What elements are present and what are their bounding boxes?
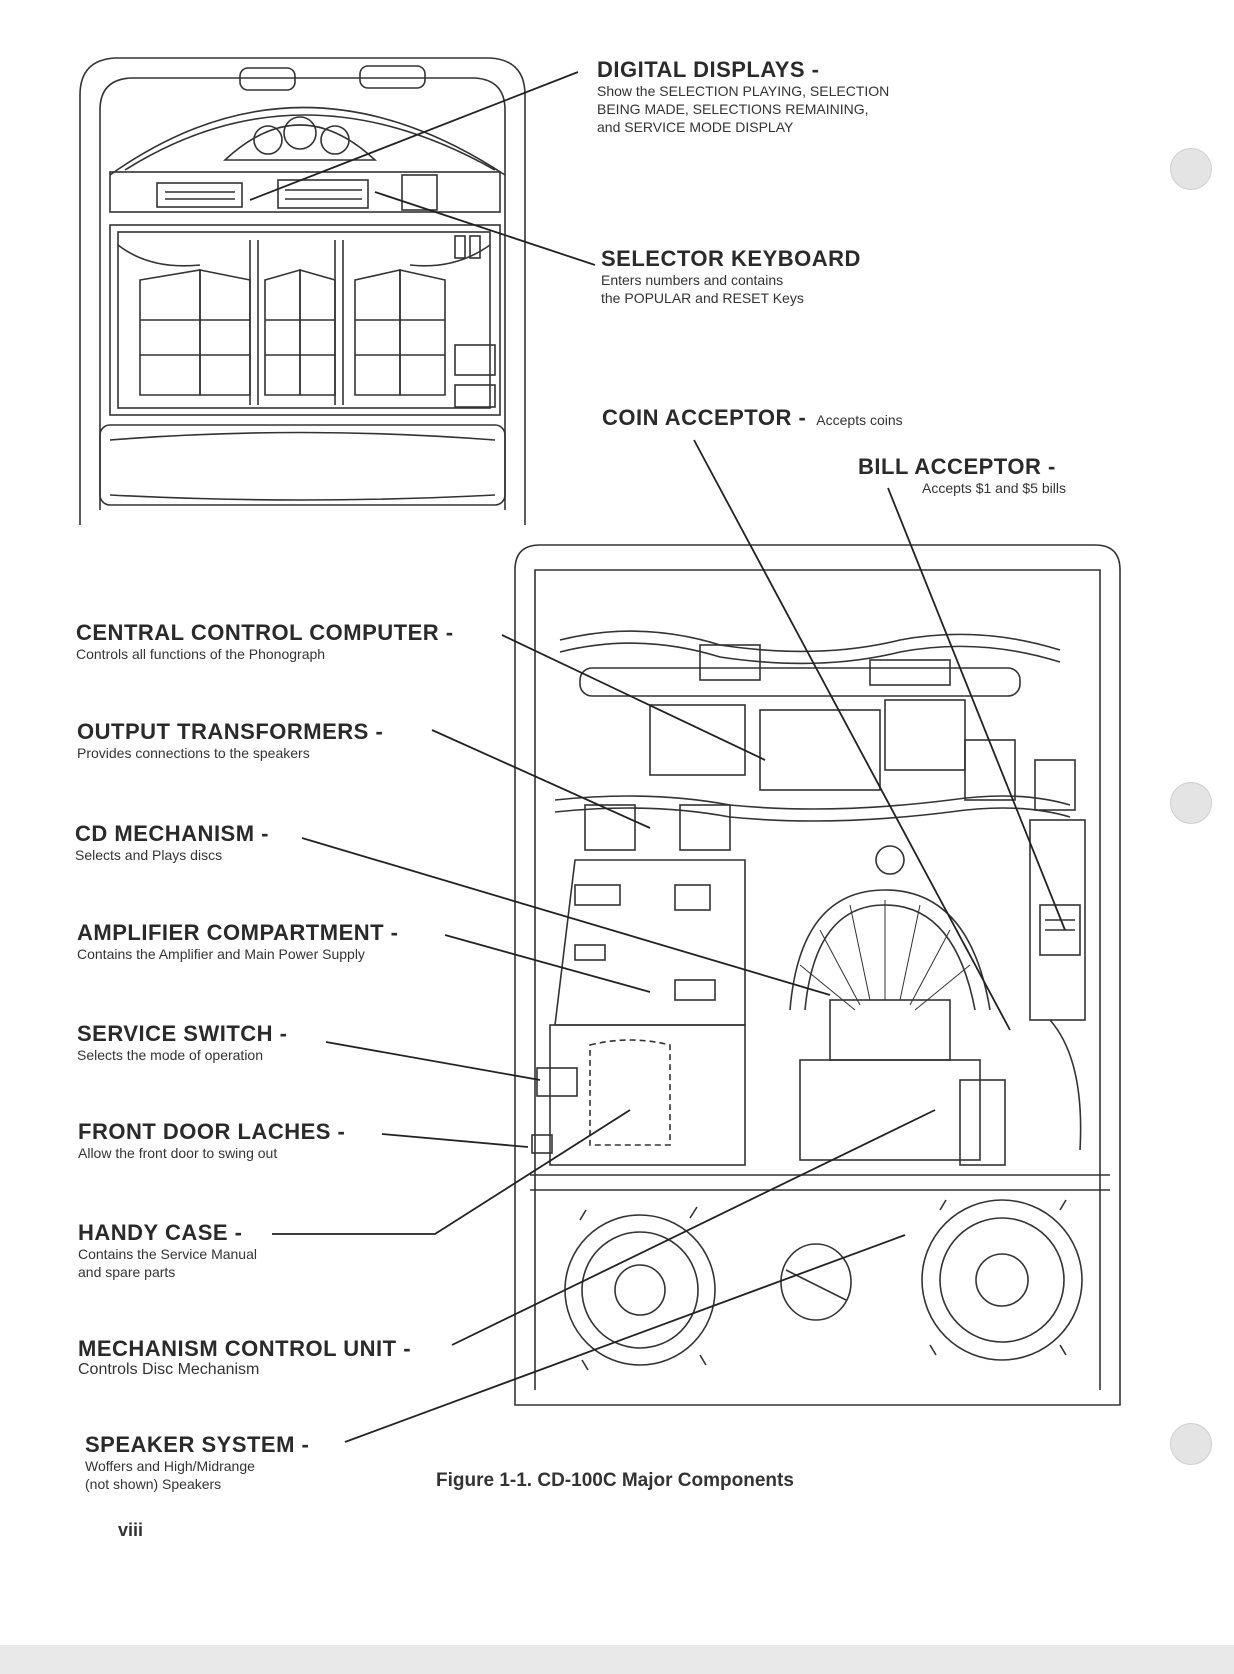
label-mechanism-control-unit: MECHANISM CONTROL UNIT - Controls Disc M… xyxy=(78,1337,411,1379)
coin-acceptor-desc: Accepts coins xyxy=(816,412,903,428)
speaker-system-desc: Woffers and High/Midrange (not shown) Sp… xyxy=(85,1458,255,1492)
binder-hole-middle xyxy=(1170,782,1212,824)
coin-acceptor-title: COIN ACCEPTOR - xyxy=(602,405,807,430)
amplifier-compartment-title: AMPLIFIER COMPARTMENT - xyxy=(77,920,399,945)
cd-mechanism-desc: Selects and Plays discs xyxy=(75,847,223,863)
label-amplifier-compartment: AMPLIFIER COMPARTMENT - Contains the Amp… xyxy=(77,921,399,963)
label-selector-keyboard: SELECTOR KEYBOARD Enters numbers and con… xyxy=(601,247,861,307)
output-transformers-title: OUTPUT TRANSFORMERS - xyxy=(77,719,384,744)
service-switch-title: SERVICE SWITCH - xyxy=(77,1021,288,1046)
speaker-system-title: SPEAKER SYSTEM - xyxy=(85,1432,310,1457)
front-door-laches-desc: Allow the front door to swing out xyxy=(78,1145,278,1161)
digital-displays-desc: Show the SELECTION PLAYING, SELECTION BE… xyxy=(597,83,890,135)
output-transformers-desc: Provides connections to the speakers xyxy=(77,745,310,761)
label-output-transformers: OUTPUT TRANSFORMERS - Provides connectio… xyxy=(77,720,383,762)
front-view-drawing xyxy=(79,57,526,525)
binder-hole-top xyxy=(1170,148,1212,190)
handy-case-desc: Contains the Service Manual and spare pa… xyxy=(78,1246,257,1280)
label-cd-mechanism: CD MECHANISM - Selects and Plays discs xyxy=(75,822,269,864)
cd-mechanism-title: CD MECHANISM - xyxy=(75,821,269,846)
bill-acceptor-desc: Accepts $1 and $5 bills xyxy=(922,480,1066,496)
label-handy-case: HANDY CASE - Contains the Service Manual… xyxy=(78,1221,257,1281)
bill-acceptor-title: BILL ACCEPTOR - xyxy=(858,454,1056,479)
front-door-laches-title: FRONT DOOR LACHES - xyxy=(78,1119,346,1144)
central-control-desc: Controls all functions of the Phonograph xyxy=(76,646,326,662)
internal-view-drawing xyxy=(514,544,1121,1406)
binder-hole-bottom xyxy=(1170,1423,1212,1465)
mechanism-control-title: MECHANISM CONTROL UNIT - xyxy=(78,1336,412,1361)
label-service-switch: SERVICE SWITCH - Selects the mode of ope… xyxy=(77,1022,288,1064)
digital-displays-title: DIGITAL DISPLAYS - xyxy=(597,57,820,82)
handy-case-title: HANDY CASE - xyxy=(78,1220,243,1245)
page-number: viii xyxy=(118,1520,144,1540)
service-switch-desc: Selects the mode of operation xyxy=(77,1047,264,1063)
label-central-control-computer: CENTRAL CONTROL COMPUTER - Controls all … xyxy=(76,621,454,663)
selector-keyboard-desc: Enters numbers and contains the POPULAR … xyxy=(601,272,804,306)
label-front-door-laches: FRONT DOOR LACHES - Allow the front door… xyxy=(78,1120,345,1162)
label-coin-acceptor: COIN ACCEPTOR - Accepts coins xyxy=(602,406,903,430)
central-control-title: CENTRAL CONTROL COMPUTER - xyxy=(76,620,454,645)
label-bill-acceptor: BILL ACCEPTOR - Accepts $1 and $5 bills xyxy=(858,455,1066,497)
scan-bottom-edge xyxy=(0,1645,1234,1674)
figure-caption: Figure 1-1. CD-100C Major Components xyxy=(436,1470,794,1491)
selector-keyboard-title: SELECTOR KEYBOARD xyxy=(601,246,861,271)
leader-lines xyxy=(249,71,1066,1443)
mechanism-control-desc: Controls Disc Mechanism xyxy=(78,1361,260,1378)
label-speaker-system: SPEAKER SYSTEM - Woffers and High/Midran… xyxy=(85,1433,309,1493)
amplifier-compartment-desc: Contains the Amplifier and Main Power Su… xyxy=(77,946,365,962)
label-digital-displays: DIGITAL DISPLAYS - Show the SELECTION PL… xyxy=(597,58,889,136)
